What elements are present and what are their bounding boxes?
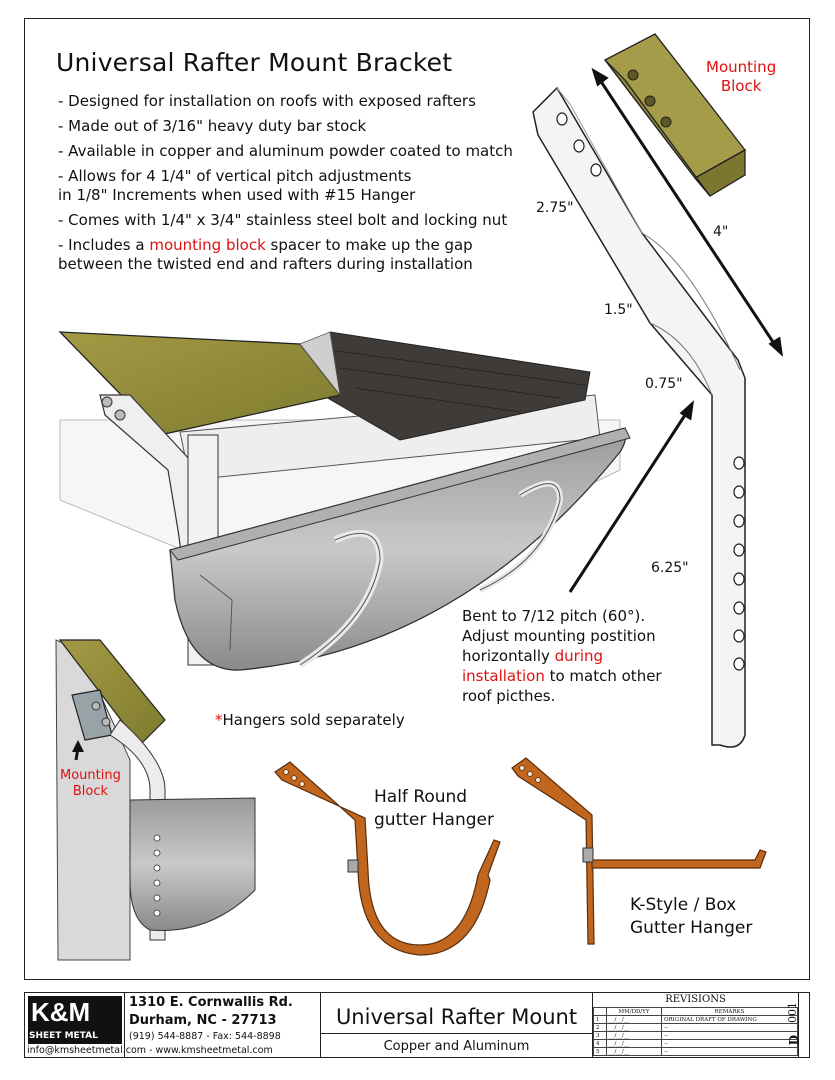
dimension-arrow-4in (591, 67, 784, 357)
k-style-copper-hanger (511, 757, 767, 945)
drawing-frame (24, 18, 810, 980)
feature-item: - Comes with 1/4" x 3/4" stainless steel… (58, 211, 508, 229)
feature-item: - Allows for 4 1/4" of vertical pitch ad… (58, 167, 416, 204)
sheet-number: 001 (786, 1002, 799, 1023)
feature-item: - Made out of 3/16" heavy duty bar stock (58, 117, 367, 135)
drawing-title: Universal Rafter Mount (335, 1005, 578, 1029)
title-block: K&M SHEET METAL info@kmsheetmetal.com - … (24, 992, 810, 1058)
dimension-label: 6.25" (651, 560, 689, 576)
bracket-main (532, 86, 746, 748)
drawing-subtitle: Copper and Aluminum (383, 1039, 530, 1054)
bracket-holes-bottom (733, 456, 745, 671)
dimension-arrow-bend (568, 400, 695, 593)
feature-item: - Includes a mounting block spacer to ma… (58, 236, 473, 273)
drawing-title-cell: Universal Rafter Mount Copper and Alumin… (321, 993, 593, 1057)
half-round-copper-hanger (274, 761, 501, 956)
company-email: info@kmsheetmetal.com - www.kmsheetmetal… (27, 1045, 273, 1056)
address-cell: 1310 E. Cornwallis Rd. Durham, NC - 2771… (125, 993, 321, 1057)
hangers-note: *Hangers sold separately (215, 711, 405, 729)
bend-note: Bent to 7/12 pitch (60°). Adjust mountin… (462, 607, 662, 705)
installation-inset (55, 639, 256, 961)
logo-cell: K&M SHEET METAL info@kmsheetmetal.com - … (25, 993, 273, 1057)
feature-list: - Designed for installation on roofs wit… (58, 92, 538, 280)
dimension-label: 4" (713, 224, 729, 240)
address-line-1: 1310 E. Cornwallis Rd. (129, 995, 293, 1010)
mounting-block-3d (604, 33, 746, 197)
logo-text: K&M (31, 997, 91, 1027)
bracket-holes-top (556, 112, 602, 177)
page-title: Universal Rafter Mount Bracket (56, 48, 453, 77)
logo-subtext: SHEET METAL (29, 1031, 98, 1041)
feature-item: - Available in copper and aluminum powde… (58, 142, 513, 160)
revisions-title: REVISIONS (665, 994, 726, 1005)
feature-item: - Designed for installation on roofs wit… (58, 92, 476, 110)
roof-gutter-scene (58, 331, 631, 671)
dimension-label: 0.75" (645, 376, 683, 392)
dimension-label: 2.75" (536, 200, 574, 216)
phone-fax: (919) 544-8887 - Fax: 544-8898 (129, 1031, 281, 1042)
km-logo (28, 996, 122, 1044)
mounting-block-link-text: mounting block (149, 236, 266, 254)
dimension-label: 1.5" (604, 302, 633, 318)
sheet-letter: D (787, 1034, 802, 1046)
divider (321, 1033, 592, 1034)
address-line-2: Durham, NC - 27713 (129, 1013, 277, 1028)
